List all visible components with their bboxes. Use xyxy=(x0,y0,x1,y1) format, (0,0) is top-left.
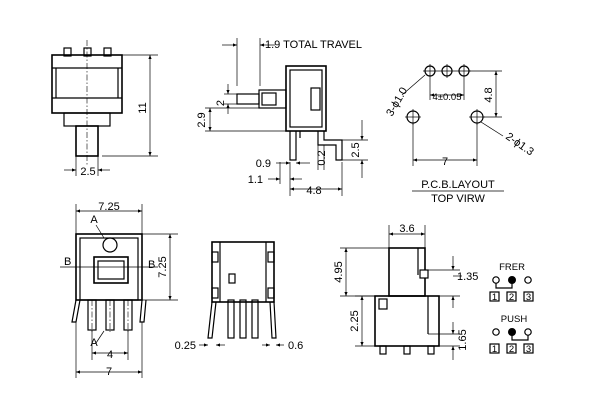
pin-label: 1 xyxy=(492,344,497,355)
pcb-layout-view: 3-ϕ1.0 4±0.05 4.8 7 2-ϕ1.3 P.C.B.LAYOUT … xyxy=(384,64,536,205)
dim-width-2-5: 2.5 xyxy=(80,166,95,178)
pcb-width: 7 xyxy=(442,156,448,168)
dim-2: 2 xyxy=(215,100,227,106)
dim-height-11: 11 xyxy=(137,102,149,113)
dim-4-95: 4.95 xyxy=(333,261,345,282)
dim-2-5: 2.5 xyxy=(350,142,362,157)
total-travel-label: 1.9 TOTAL TRAVEL xyxy=(265,39,362,51)
dim-2-25: 2.25 xyxy=(349,310,361,331)
front-section-view: 0.25 0.6 xyxy=(175,241,303,352)
dim-7: 7 xyxy=(106,366,112,378)
top-pin xyxy=(103,47,112,57)
dim-4: 4 xyxy=(107,349,113,361)
dim-3-6: 3.6 xyxy=(399,223,414,235)
top-pin xyxy=(83,47,92,57)
section-a-bottom: A xyxy=(90,337,98,349)
free-state-label: FRER xyxy=(499,262,525,273)
pin-label: 2 xyxy=(509,292,514,303)
contact-common xyxy=(508,276,516,284)
dim-1-1: 1.1 xyxy=(248,174,263,186)
front-view-top: 11 2.5 xyxy=(51,40,158,178)
top-view: 7.25 A B B 7.25 A 4 xyxy=(60,201,178,378)
dim-7-25-top: 7.25 xyxy=(98,201,119,213)
orientation-mark xyxy=(102,237,118,253)
dim-0-25: 0.25 xyxy=(175,340,196,352)
pin-label: 3 xyxy=(526,292,531,303)
dim-2-9: 2.9 xyxy=(196,112,208,127)
pcb-layout-title: P.C.B.LAYOUT xyxy=(421,179,495,191)
section-a-top: A xyxy=(90,214,98,226)
contact xyxy=(492,276,500,284)
top-pin xyxy=(63,47,72,57)
dim-7-25-side: 7.25 xyxy=(157,256,169,277)
pin-label: 1 xyxy=(492,292,497,303)
switch-schematic: FRER 1 2 3 PUSH 1 2 3 xyxy=(489,262,534,355)
pin-label: 2 xyxy=(509,344,514,355)
dim-1-35: 1.35 xyxy=(457,271,478,283)
pcb-height: 4.8 xyxy=(483,87,495,102)
actuator-top xyxy=(93,256,129,284)
dim-0-2: 0.2 xyxy=(316,150,328,165)
contact-common xyxy=(508,328,516,336)
dim-0-6: 0.6 xyxy=(288,340,303,352)
pcb-hole-small-label: 3-ϕ1.0 xyxy=(384,85,410,118)
section-b-right: B xyxy=(148,259,155,271)
dim-1-65: 1.65 xyxy=(457,329,469,350)
section-b-left: B xyxy=(64,256,71,268)
section-body xyxy=(211,241,275,303)
contact xyxy=(524,276,532,284)
side-body-bottom xyxy=(374,295,440,347)
side-view-bottom: 3.6 4.95 1.35 2.25 1.65 xyxy=(333,223,478,360)
push-state-label: PUSH xyxy=(501,314,528,325)
pcb-layout-subtitle: TOP VIRW xyxy=(431,193,485,205)
pcb-pitch: 4±0.05 xyxy=(433,92,462,103)
contact xyxy=(524,328,532,336)
dim-4-8: 4.8 xyxy=(306,185,321,197)
dim-0-9: 0.9 xyxy=(256,158,271,170)
pin-label: 3 xyxy=(526,344,531,355)
pcb-hole-large-label: 2-ϕ1.3 xyxy=(503,131,535,159)
side-view-top: 1.9 TOTAL TRAVEL 2 2.9 0.9 1.1 xyxy=(196,38,368,197)
contact xyxy=(492,328,500,336)
